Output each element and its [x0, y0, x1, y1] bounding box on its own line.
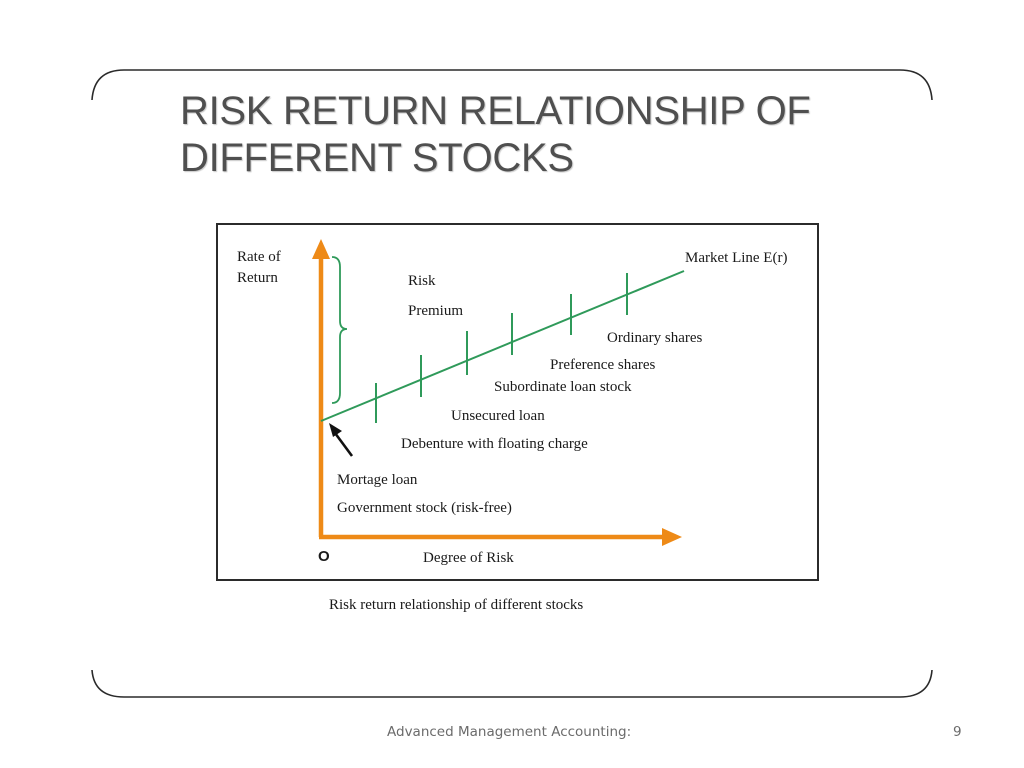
risk-premium-brace — [331, 256, 348, 404]
x-axis-label: Degree of Risk — [423, 550, 514, 566]
market-line-label: Market Line E(r) — [685, 250, 788, 266]
diagram-graphics — [312, 239, 685, 546]
x-axis-arrowhead — [662, 528, 682, 546]
risk-return-diagram: Rate of Return Risk Premium Market Line … — [216, 223, 819, 581]
risk-free-arrow-head — [329, 423, 342, 437]
market-line — [320, 270, 685, 422]
y-axis-label-line-1: Rate of — [237, 249, 281, 265]
preference-shares-label: Preference shares — [550, 357, 656, 373]
subordinate-loan-stock-label: Subordinate loan stock — [494, 379, 632, 395]
slide-title: RISK RETURN RELATIONSHIP OF DIFFERENT ST… — [180, 88, 811, 182]
unsecured-loan-label: Unsecured loan — [451, 408, 545, 424]
origin-label: O — [318, 548, 330, 565]
government-stock-label: Government stock (risk-free) — [337, 500, 512, 516]
risk-premium-label-line-1: Risk — [408, 273, 436, 289]
footer-text: Advanced Management Accounting: — [387, 724, 632, 740]
y-axis-label-line-2: Return — [237, 270, 278, 286]
risk-premium-label-line-2: Premium — [408, 303, 463, 319]
page-number: 9 — [953, 724, 962, 740]
title-line-2: DIFFERENT STOCKS — [180, 136, 574, 180]
title-line-1: RISK RETURN RELATIONSHIP OF — [180, 89, 811, 133]
ordinary-shares-label: Ordinary shares — [607, 330, 703, 346]
debenture-label: Debenture with floating charge — [401, 436, 588, 452]
mortgage-loan-label: Mortage loan — [337, 472, 418, 488]
figure-caption: Risk return relationship of different st… — [329, 597, 584, 613]
risk-free-arrow-shaft — [333, 432, 354, 457]
y-axis-arrowhead — [312, 239, 330, 259]
